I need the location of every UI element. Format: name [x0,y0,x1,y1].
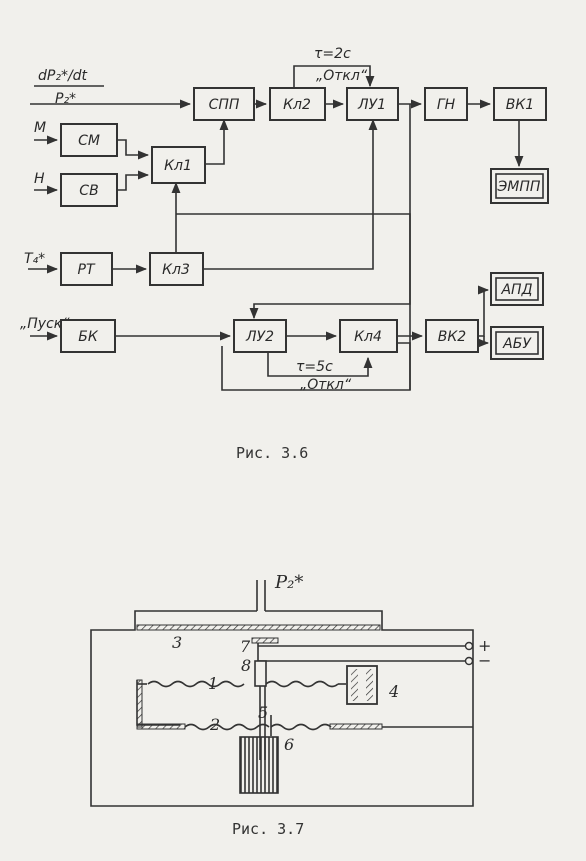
contact-7 [251,637,279,644]
bellows-2 [184,723,332,731]
tau-top-label: τ=2с [314,46,351,62]
block-kl3 [149,252,204,286]
block-gn-label: ГН [437,97,456,113]
label-8: 8 [241,656,251,675]
block-abu-label: АБУ [502,336,532,352]
label-3: 3 [172,633,182,652]
terminal-minus [464,656,474,666]
caption-fig-3-7: Рис. 3.7 [232,820,304,838]
label-6: 6 [284,735,294,754]
otkl-top-label: „Откл“ [316,68,368,84]
block-bk-label: БК [78,329,99,345]
block-sm [60,123,118,157]
block-sv [60,173,118,207]
block-lu1 [346,87,399,121]
signal-lines [28,65,524,391]
block-vk2-label: ВК2 [438,329,467,345]
block-rt [60,252,113,286]
block-bk [60,319,116,353]
label-7: 7 [240,637,251,656]
bracket [136,680,180,726]
block-vk2 [425,319,479,353]
label-2: 2 [209,715,220,734]
damper-6 [239,736,279,794]
block-lu1-label: ЛУ1 [357,97,386,113]
membrane-3 [136,624,381,631]
caption-fig-3-6: Рис. 3.6 [236,444,308,462]
block-emp-label: ЭМПП [497,179,541,195]
block-kl2-label: Кл2 [283,97,311,113]
sensor-diagram-3-7: P₂* + − 1 [90,572,491,838]
block-kl4 [339,319,398,353]
block-gn [424,87,468,121]
block-lu2 [233,319,287,353]
block-spp [193,87,255,121]
input-dp-dt-label: dP₂*/dt [38,68,88,84]
label-1: 1 [208,674,218,693]
block-lu2-label: ЛУ2 [245,329,274,345]
rod-8 [254,660,267,687]
block-kl4-label: Кл4 [354,329,382,345]
input-p2-label: P₂* [55,91,76,107]
minus-sign: − [478,651,491,670]
terminal-plus [464,641,474,651]
block-kl1-label: Кл1 [164,158,192,174]
block-vk1 [493,87,547,121]
label-5: 5 [258,703,268,722]
block-sm-label: СМ [78,133,100,149]
plus-sign: + [478,636,491,655]
block-apd-label: АПД [500,282,532,298]
input-n-label: Н [34,171,45,187]
block-spp-label: СПП [209,97,240,113]
inlet-pressure-label: P₂* [274,572,303,593]
input-t4-label: T₄* [24,251,45,267]
input-start-label: „Пуск“ [20,316,70,332]
tau-bottom-label: τ=5с [296,359,333,375]
input-m-label: М [34,120,46,136]
block-diagram-3-6: dP₂*/dt P₂* М Н T₄* „Пуск“ [20,46,549,462]
sensor-housing [90,610,474,807]
otkl-bottom-label: „Откл“ [300,377,352,393]
block-rt-label: РТ [78,262,96,278]
block-kl1 [151,146,206,184]
bellows-1 [147,680,339,688]
label-4: 4 [388,682,399,701]
block-sv-label: СВ [79,183,98,199]
block-kl3-label: Кл3 [162,262,190,278]
block-kl2 [269,87,326,121]
block-vk1-label: ВК1 [506,97,534,113]
